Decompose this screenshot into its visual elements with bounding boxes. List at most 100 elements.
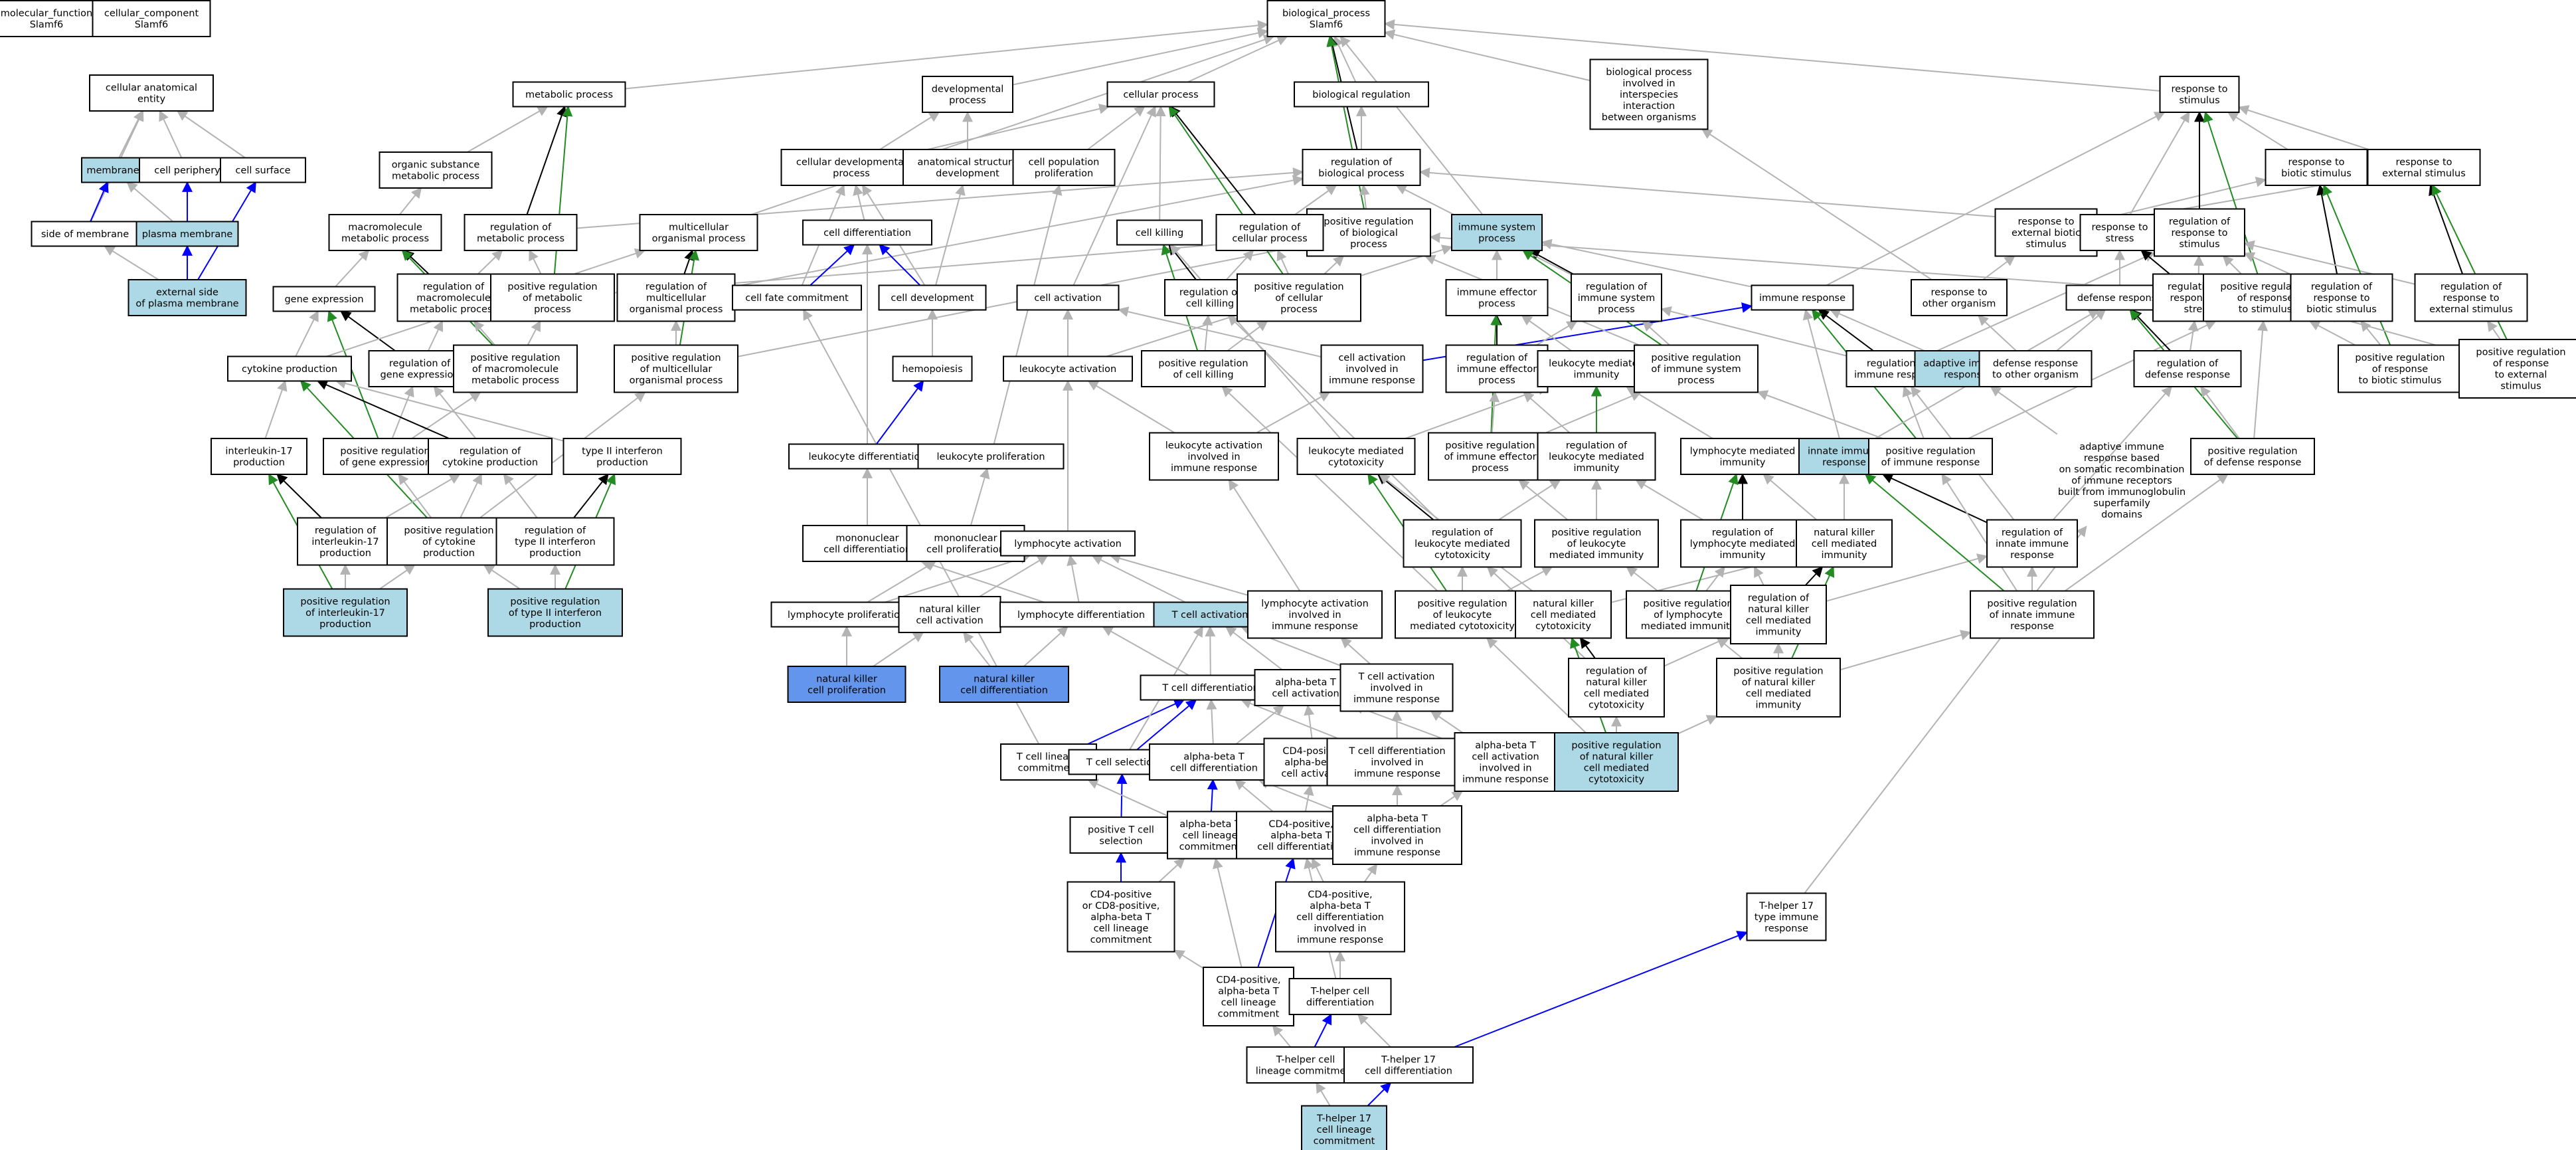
go-term-node-lymph-diff[interactable]: lymphocyte differentiation — [999, 601, 1163, 628]
go-term-node-cell-act[interactable]: cell activation — [1016, 284, 1120, 311]
go-term-node-plasma-membrane[interactable]: plasma membrane — [135, 221, 239, 247]
go-term-node-cytokine[interactable]: cytokine production — [227, 355, 352, 382]
go-term-node-leuk-prolif[interactable]: leukocyte proliferation — [917, 443, 1065, 470]
go-term-node-immune-resp[interactable]: immune response — [1751, 284, 1854, 311]
go-term-node-cell-devt[interactable]: cell development — [878, 284, 987, 311]
go-term-node-side-membrane[interactable]: side of membrane — [31, 221, 139, 247]
go-term-node-leuk-act[interactable]: leukocyte activation — [1003, 355, 1133, 382]
go-term-node-cell-fate[interactable]: cell fate commitment — [732, 284, 862, 311]
go-term-node-lymph-prolif[interactable]: lymphocyte proliferation — [770, 601, 923, 628]
go-term-node-hemopoiesis[interactable]: hemopoiesis — [892, 355, 973, 382]
go-term-node-gene-expr[interactable]: gene expression — [272, 286, 376, 312]
go-term-node-bio-reg[interactable]: biological regulation — [1294, 81, 1429, 108]
go-term-node-cell-surface[interactable]: cell surface — [220, 157, 306, 183]
go-term-node-metabolic[interactable]: metabolic process — [512, 81, 626, 108]
go-term-node-cell-diff[interactable]: cell differentiation — [802, 219, 932, 246]
go-term-node-cell-periphery[interactable]: cell periphery — [139, 157, 236, 183]
go-term-node-membrane[interactable]: membrane — [81, 157, 145, 183]
go-term-node-cell-killing[interactable]: cell killing — [1116, 219, 1203, 246]
go-term-node-cellular-proc[interactable]: cellular process — [1106, 81, 1215, 108]
